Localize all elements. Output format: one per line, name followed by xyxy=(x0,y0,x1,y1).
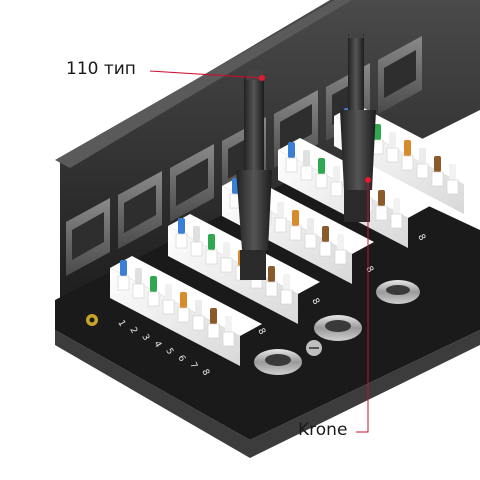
idc-contact xyxy=(300,165,313,181)
idc-contact xyxy=(222,331,235,347)
wire-conductor xyxy=(208,234,215,250)
idc-contact xyxy=(289,225,302,241)
wire-conductor xyxy=(283,274,290,290)
wire-conductor xyxy=(195,300,202,316)
cable-clamp-2 xyxy=(314,315,362,341)
wire-conductor xyxy=(393,198,400,214)
panel-top-lip xyxy=(55,0,352,168)
clamp-screw xyxy=(306,340,322,356)
wire-conductor xyxy=(288,142,295,158)
port-number: 5 xyxy=(163,347,175,357)
wire-conductor xyxy=(277,202,284,218)
idc-contact xyxy=(386,147,399,163)
wire-conductor xyxy=(333,166,340,182)
idc-contact xyxy=(390,213,403,229)
idc-contact xyxy=(446,179,459,195)
port-number: 4 xyxy=(151,340,163,350)
pcb-edge xyxy=(55,330,480,458)
wire-conductor xyxy=(210,308,217,324)
wire-conductor xyxy=(180,292,187,308)
idc-contact xyxy=(207,323,220,339)
callout-label-krone: Krone xyxy=(298,420,348,440)
wire-conductor xyxy=(389,132,396,148)
wire-conductor xyxy=(178,218,185,234)
idc-contact xyxy=(315,173,328,189)
idc-contact xyxy=(375,205,388,221)
wire-conductor xyxy=(135,268,142,284)
wire-conductor xyxy=(292,210,299,226)
punch-tool-110 xyxy=(236,70,272,280)
terminal-block xyxy=(110,256,262,366)
callout-leader-110 xyxy=(149,70,265,81)
block-end-number: 8 xyxy=(363,265,375,275)
idc-contact xyxy=(190,241,203,257)
wire-conductor xyxy=(150,276,157,292)
wire-conductor xyxy=(378,190,385,206)
rj45-port xyxy=(118,171,162,249)
port-number: 2 xyxy=(127,326,139,336)
idc-contact xyxy=(117,275,130,291)
pcb-mount-hole-center xyxy=(89,317,95,323)
punch-tool-krone xyxy=(340,28,376,222)
idc-contact xyxy=(177,307,190,323)
block-end-number: 8 xyxy=(415,233,427,243)
idc-contact xyxy=(285,157,298,173)
panel-housing xyxy=(60,0,480,300)
idc-contact xyxy=(280,289,293,305)
block-end-number: 8 xyxy=(309,297,321,307)
idc-contact xyxy=(416,163,429,179)
callout-label-110-type: 110 тип xyxy=(66,59,136,79)
idc-contact xyxy=(330,181,343,197)
idc-contact xyxy=(265,281,278,297)
cable-clamp-3 xyxy=(376,280,420,304)
idc-contact xyxy=(132,283,145,299)
idc-contact xyxy=(192,315,205,331)
wire-conductor xyxy=(337,234,344,250)
wire-conductor xyxy=(434,156,441,172)
idc-contact xyxy=(162,299,175,315)
wire-conductor xyxy=(322,226,329,242)
wire-conductor xyxy=(318,158,325,174)
idc-contact xyxy=(175,233,188,249)
wire-conductor xyxy=(307,218,314,234)
port-number: 8 xyxy=(199,368,211,378)
idc-contact xyxy=(401,155,414,171)
wire-conductor xyxy=(193,226,200,242)
idc-contact xyxy=(205,249,218,265)
idc-contact xyxy=(304,233,317,249)
wire-conductor xyxy=(449,164,456,180)
wire-conductor xyxy=(374,124,381,140)
wire-conductor xyxy=(419,148,426,164)
idc-contact xyxy=(319,241,332,257)
block-end-number: 8 xyxy=(255,327,267,337)
idc-contact xyxy=(147,291,160,307)
port-number: 3 xyxy=(139,333,151,343)
idc-contact xyxy=(274,217,287,233)
wire-conductor xyxy=(268,266,275,282)
port-number: 6 xyxy=(175,354,187,364)
cable-clamp-1 xyxy=(254,349,302,375)
wire-conductor xyxy=(404,140,411,156)
wire-conductor xyxy=(303,150,310,166)
wire-conductor xyxy=(120,260,127,276)
rj45-port xyxy=(170,144,214,222)
rj45-port xyxy=(66,198,110,276)
callout-leader-krone xyxy=(356,177,371,433)
wire-conductor xyxy=(225,316,232,332)
idc-contact xyxy=(431,171,444,187)
idc-contact xyxy=(334,249,347,265)
port-number: 1 xyxy=(115,319,127,329)
wire-conductor xyxy=(223,242,230,258)
rj45-port xyxy=(378,36,422,114)
idc-contact xyxy=(220,257,233,273)
wire-conductor xyxy=(165,284,172,300)
port-number: 7 xyxy=(187,361,199,371)
